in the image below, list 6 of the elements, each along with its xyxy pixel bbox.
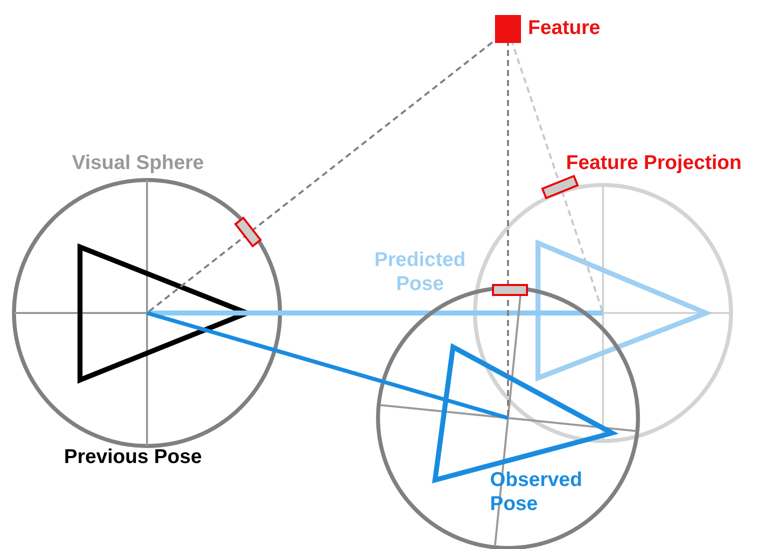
diagram-label: Observed Pose [490, 468, 584, 516]
diagram-label: Feature Projection [566, 151, 743, 175]
diagram-label: Previous Pose [64, 445, 203, 469]
diagram-label: Feature [528, 16, 602, 40]
diagram-label: Visual Sphere [72, 151, 205, 175]
diagram-label: Predicted Pose [373, 248, 467, 296]
